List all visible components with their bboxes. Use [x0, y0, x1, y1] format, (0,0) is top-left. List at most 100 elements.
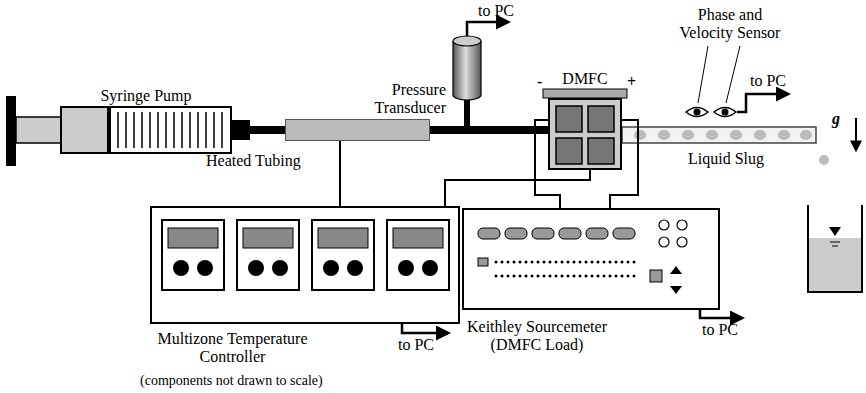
- heated-tubing: Heated Tubing: [285, 119, 430, 141]
- meter-dot: [633, 261, 636, 264]
- cylinder-end: [453, 36, 481, 46]
- meter-rocker: [670, 266, 682, 294]
- meter-dot: [537, 261, 540, 264]
- meter-dot: [543, 275, 546, 278]
- liquid-slug: [730, 130, 742, 140]
- liquid-slug: [682, 130, 694, 140]
- meter-dot: [621, 261, 624, 264]
- liquid-slug: [634, 130, 646, 140]
- graduation: [173, 112, 175, 148]
- node-drawing: [464, 210, 718, 308]
- meter-dot: [549, 275, 552, 278]
- wire: [339, 141, 341, 206]
- meter-button: [532, 228, 554, 239]
- meter-button: [613, 228, 635, 239]
- meter-dot: [561, 275, 564, 278]
- meter-dot: [501, 275, 504, 278]
- meter-dot: [555, 275, 558, 278]
- meter-dot: [603, 275, 606, 278]
- meter-dot: [525, 261, 528, 264]
- sensor-eye: [714, 108, 736, 117]
- panel-knob: [398, 260, 414, 276]
- part-label: Syringe Pump: [100, 87, 191, 105]
- signal-arrow: [737, 94, 788, 112]
- transducer-stem: [464, 100, 470, 130]
- collection-beaker: [808, 205, 862, 292]
- meter-dot: [591, 275, 594, 278]
- meter-dot: [567, 261, 570, 264]
- cylinder-side: [452, 41, 453, 95]
- leader-line: [698, 46, 708, 103]
- meter-dot: [609, 261, 612, 264]
- gravity-symbol: g: [832, 110, 840, 128]
- gravity-arrow: [855, 118, 857, 150]
- meter-jack: [677, 237, 687, 247]
- meter-dot: [573, 261, 576, 264]
- liquid-slug: [800, 130, 812, 140]
- meter-dot: [495, 275, 498, 278]
- meter-dot: [561, 261, 564, 264]
- meter-dot: [579, 275, 582, 278]
- graduation: [165, 112, 167, 148]
- meter-button: [478, 228, 500, 239]
- fluid-tube: [430, 126, 548, 134]
- meter-button: [586, 228, 608, 239]
- graduation: [149, 112, 151, 148]
- meter-button: [559, 228, 581, 239]
- meter-dot: [525, 275, 528, 278]
- liquid-slug: [658, 130, 670, 140]
- signal-label: to PC: [750, 72, 786, 90]
- zone-panel: [312, 220, 374, 290]
- level-symbol: [832, 246, 838, 247]
- cylinder-body: [453, 41, 481, 95]
- meter-key: [650, 270, 662, 282]
- meter-dot: [531, 261, 534, 264]
- electrode-square: [588, 106, 614, 132]
- meter-dot: [591, 261, 594, 264]
- panel-frame: [162, 220, 224, 290]
- sensor-label: Phase and Velocity Sensor: [674, 6, 786, 42]
- part-label: DMFC: [562, 70, 607, 88]
- meter-dot: [633, 275, 636, 278]
- meter-dot: [513, 261, 516, 264]
- electrode-square: [588, 138, 614, 164]
- fuel-cell: DMFC: [548, 98, 622, 170]
- graduation: [117, 112, 119, 148]
- signal-arrow: [467, 22, 508, 36]
- level-symbol: [829, 227, 841, 236]
- temperature-controller: Multizone Temperature Controller: [150, 206, 460, 324]
- liquid-slug: [706, 130, 718, 140]
- meter-dot: [627, 261, 630, 264]
- panel-knob: [347, 260, 363, 276]
- cylinder-side: [480, 41, 481, 95]
- meter-dot: [501, 261, 504, 264]
- droplet: [819, 155, 829, 165]
- electrode-square: [556, 138, 582, 164]
- signal-arrow: [700, 310, 742, 318]
- meter-dot: [621, 275, 624, 278]
- meter-dot: [519, 275, 522, 278]
- meter-dot: [549, 261, 552, 264]
- graduation: [125, 112, 127, 148]
- part-label: Liquid Slug: [688, 150, 764, 168]
- meter-jack: [659, 237, 669, 247]
- panel-frame: [237, 220, 299, 290]
- outlet-tube: [622, 127, 816, 143]
- pressure-transducer: Pressure Transducer: [452, 35, 482, 101]
- part-label: Keithley Sourcemeter (DMFC Load): [457, 318, 617, 354]
- node-drawing: [286, 120, 429, 140]
- meter-dot: [627, 275, 630, 278]
- signal-label: to PC: [398, 336, 434, 354]
- panel-frame: [387, 220, 449, 290]
- scale-note: (components not drawn to scale): [140, 372, 323, 390]
- graduation: [213, 112, 215, 148]
- panel-frame: [312, 220, 374, 290]
- collected-liquid: [809, 238, 861, 291]
- zone-panel: [387, 220, 449, 290]
- meter-dot: [615, 261, 618, 264]
- graduation: [189, 112, 191, 148]
- fluid-tube: [232, 126, 285, 134]
- meter-dot: [507, 261, 510, 264]
- meter-dot: [597, 261, 600, 264]
- panel-knob: [323, 260, 339, 276]
